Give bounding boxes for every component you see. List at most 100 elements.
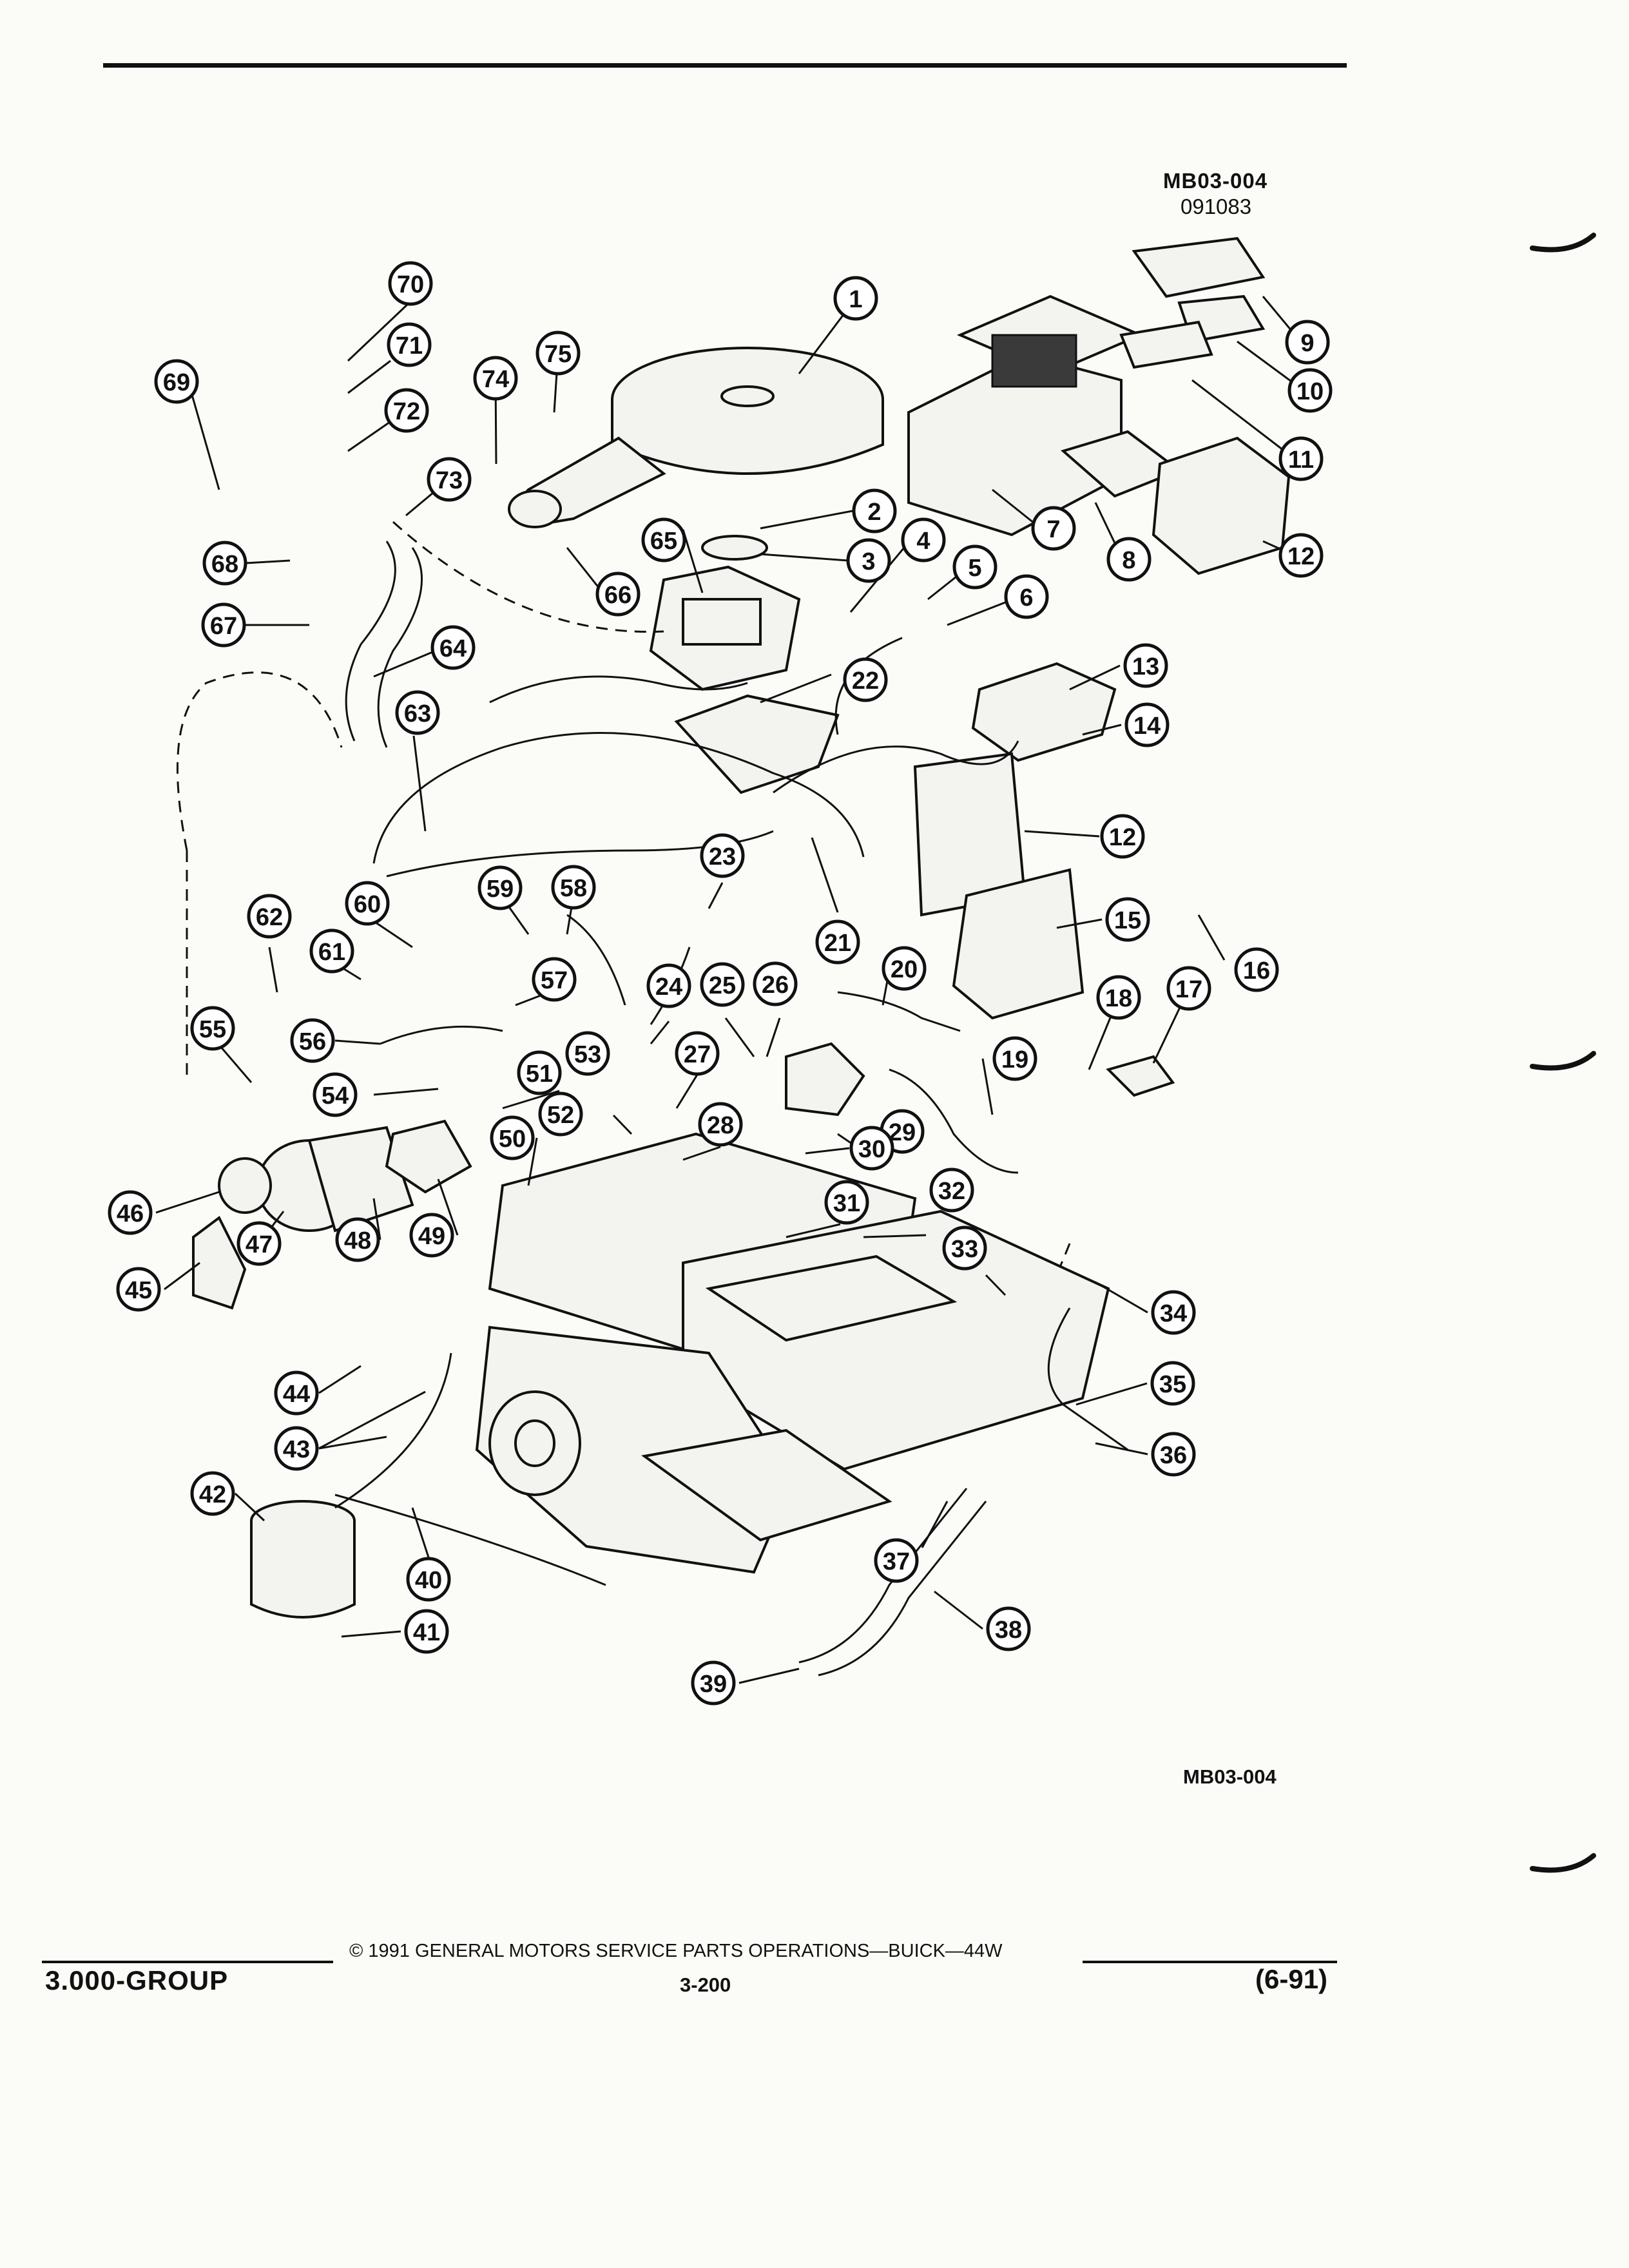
figure-date: 091083 xyxy=(1181,195,1252,218)
svg-text:55: 55 xyxy=(199,1016,226,1043)
svg-text:37: 37 xyxy=(883,1548,910,1575)
leader-line xyxy=(502,1090,560,1110)
callout: 13 xyxy=(1123,643,1168,688)
callout: 40 xyxy=(406,1557,451,1602)
svg-text:11: 11 xyxy=(1288,447,1314,474)
callout: 68 xyxy=(202,541,247,586)
leader-line xyxy=(334,1039,381,1045)
corrugated-duct xyxy=(377,547,423,748)
callout: 34 xyxy=(1151,1290,1196,1335)
callout: 22 xyxy=(843,657,888,702)
svg-text:74: 74 xyxy=(482,366,509,393)
callout: 33 xyxy=(942,1225,987,1271)
leader-line xyxy=(612,1114,633,1135)
leader-line xyxy=(1056,918,1103,929)
svg-text:1: 1 xyxy=(849,286,862,313)
callout: 6 xyxy=(1004,574,1049,619)
sensor xyxy=(1106,1055,1175,1097)
sensor-lead xyxy=(837,991,961,1032)
svg-text:23: 23 xyxy=(709,843,736,870)
callout: 66 xyxy=(595,572,641,617)
callout: 27 xyxy=(675,1031,720,1076)
vacuum-tube xyxy=(1047,1307,1128,1451)
leader-line xyxy=(985,1274,1007,1296)
footer-group: 3.000-GROUP xyxy=(45,1965,229,1995)
ecm-bracket xyxy=(952,868,1084,1020)
svg-text:36: 36 xyxy=(1160,1442,1187,1469)
callout: 23 xyxy=(700,833,745,878)
svg-text:30: 30 xyxy=(858,1136,885,1163)
canister-hose xyxy=(334,1352,452,1509)
callout: 8 xyxy=(1106,537,1152,582)
leader-line xyxy=(805,1147,850,1155)
margin-mark xyxy=(1530,233,1596,253)
svg-text:59: 59 xyxy=(487,876,514,903)
leader-line xyxy=(760,553,849,562)
svg-text:67: 67 xyxy=(210,613,237,640)
svg-text:46: 46 xyxy=(117,1200,144,1227)
air-pump xyxy=(256,1126,414,1233)
callout: 28 xyxy=(698,1102,743,1147)
pcv-hose xyxy=(818,1501,987,1677)
callout: 48 xyxy=(335,1217,380,1262)
callout: 60 xyxy=(345,881,390,926)
callout: 61 xyxy=(309,928,354,974)
callout: 44 xyxy=(274,1370,319,1416)
svg-text:62: 62 xyxy=(256,904,283,931)
callout: 41 xyxy=(404,1609,449,1654)
callout: 43 xyxy=(274,1426,319,1471)
svg-text:8: 8 xyxy=(1122,547,1135,574)
callout: 16 xyxy=(1234,947,1279,992)
sensor-lead xyxy=(889,1068,1019,1174)
leader-line xyxy=(1095,1281,1148,1314)
callout: 53 xyxy=(565,1031,610,1076)
footer-page-number: 3-200 xyxy=(680,1974,731,1996)
leader-line xyxy=(372,1198,381,1240)
leader-line xyxy=(921,1501,949,1548)
leader-line xyxy=(682,529,704,593)
svg-text:49: 49 xyxy=(418,1223,445,1250)
leader-line xyxy=(373,1088,439,1096)
leader-line xyxy=(863,1234,927,1238)
callout: 47 xyxy=(236,1221,282,1266)
leader-line xyxy=(811,837,839,913)
leader-line xyxy=(1069,664,1121,691)
callout: 36 xyxy=(1151,1432,1196,1477)
callout: 62 xyxy=(247,894,292,939)
callout: 15 xyxy=(1105,897,1150,942)
svg-text:12: 12 xyxy=(1109,824,1136,851)
engine-assembly xyxy=(475,1132,1110,1574)
svg-text:41: 41 xyxy=(413,1619,440,1646)
callout: 17 xyxy=(1166,966,1211,1011)
callout: 4 xyxy=(901,517,946,562)
svg-text:39: 39 xyxy=(700,1671,727,1698)
callout: 67 xyxy=(201,602,246,648)
callout: 51 xyxy=(517,1050,562,1095)
leader-line xyxy=(155,1191,220,1214)
leader-line xyxy=(527,1137,538,1186)
callout: 12 xyxy=(1100,814,1145,859)
diverter-valve xyxy=(385,1119,472,1194)
svg-text:28: 28 xyxy=(707,1112,734,1139)
leader-line xyxy=(675,1074,699,1109)
svg-text:50: 50 xyxy=(499,1126,526,1153)
leader-line xyxy=(1024,830,1100,838)
svg-text:4: 4 xyxy=(916,528,930,555)
svg-text:52: 52 xyxy=(547,1102,574,1129)
leader-line xyxy=(981,1058,994,1115)
callout: 69 xyxy=(154,359,199,404)
ignition-coil xyxy=(971,662,1117,762)
canister-hose xyxy=(334,1494,606,1586)
svg-text:31: 31 xyxy=(833,1190,860,1217)
svg-text:25: 25 xyxy=(709,972,736,999)
leader-line xyxy=(650,1021,670,1044)
guide-line xyxy=(176,671,343,851)
callout: 49 xyxy=(409,1213,454,1258)
svg-text:12: 12 xyxy=(1287,543,1315,570)
callout: 3 xyxy=(846,538,891,583)
vapor-canister xyxy=(250,1500,356,1619)
svg-text:56: 56 xyxy=(299,1028,326,1055)
leader-line xyxy=(934,1590,983,1630)
